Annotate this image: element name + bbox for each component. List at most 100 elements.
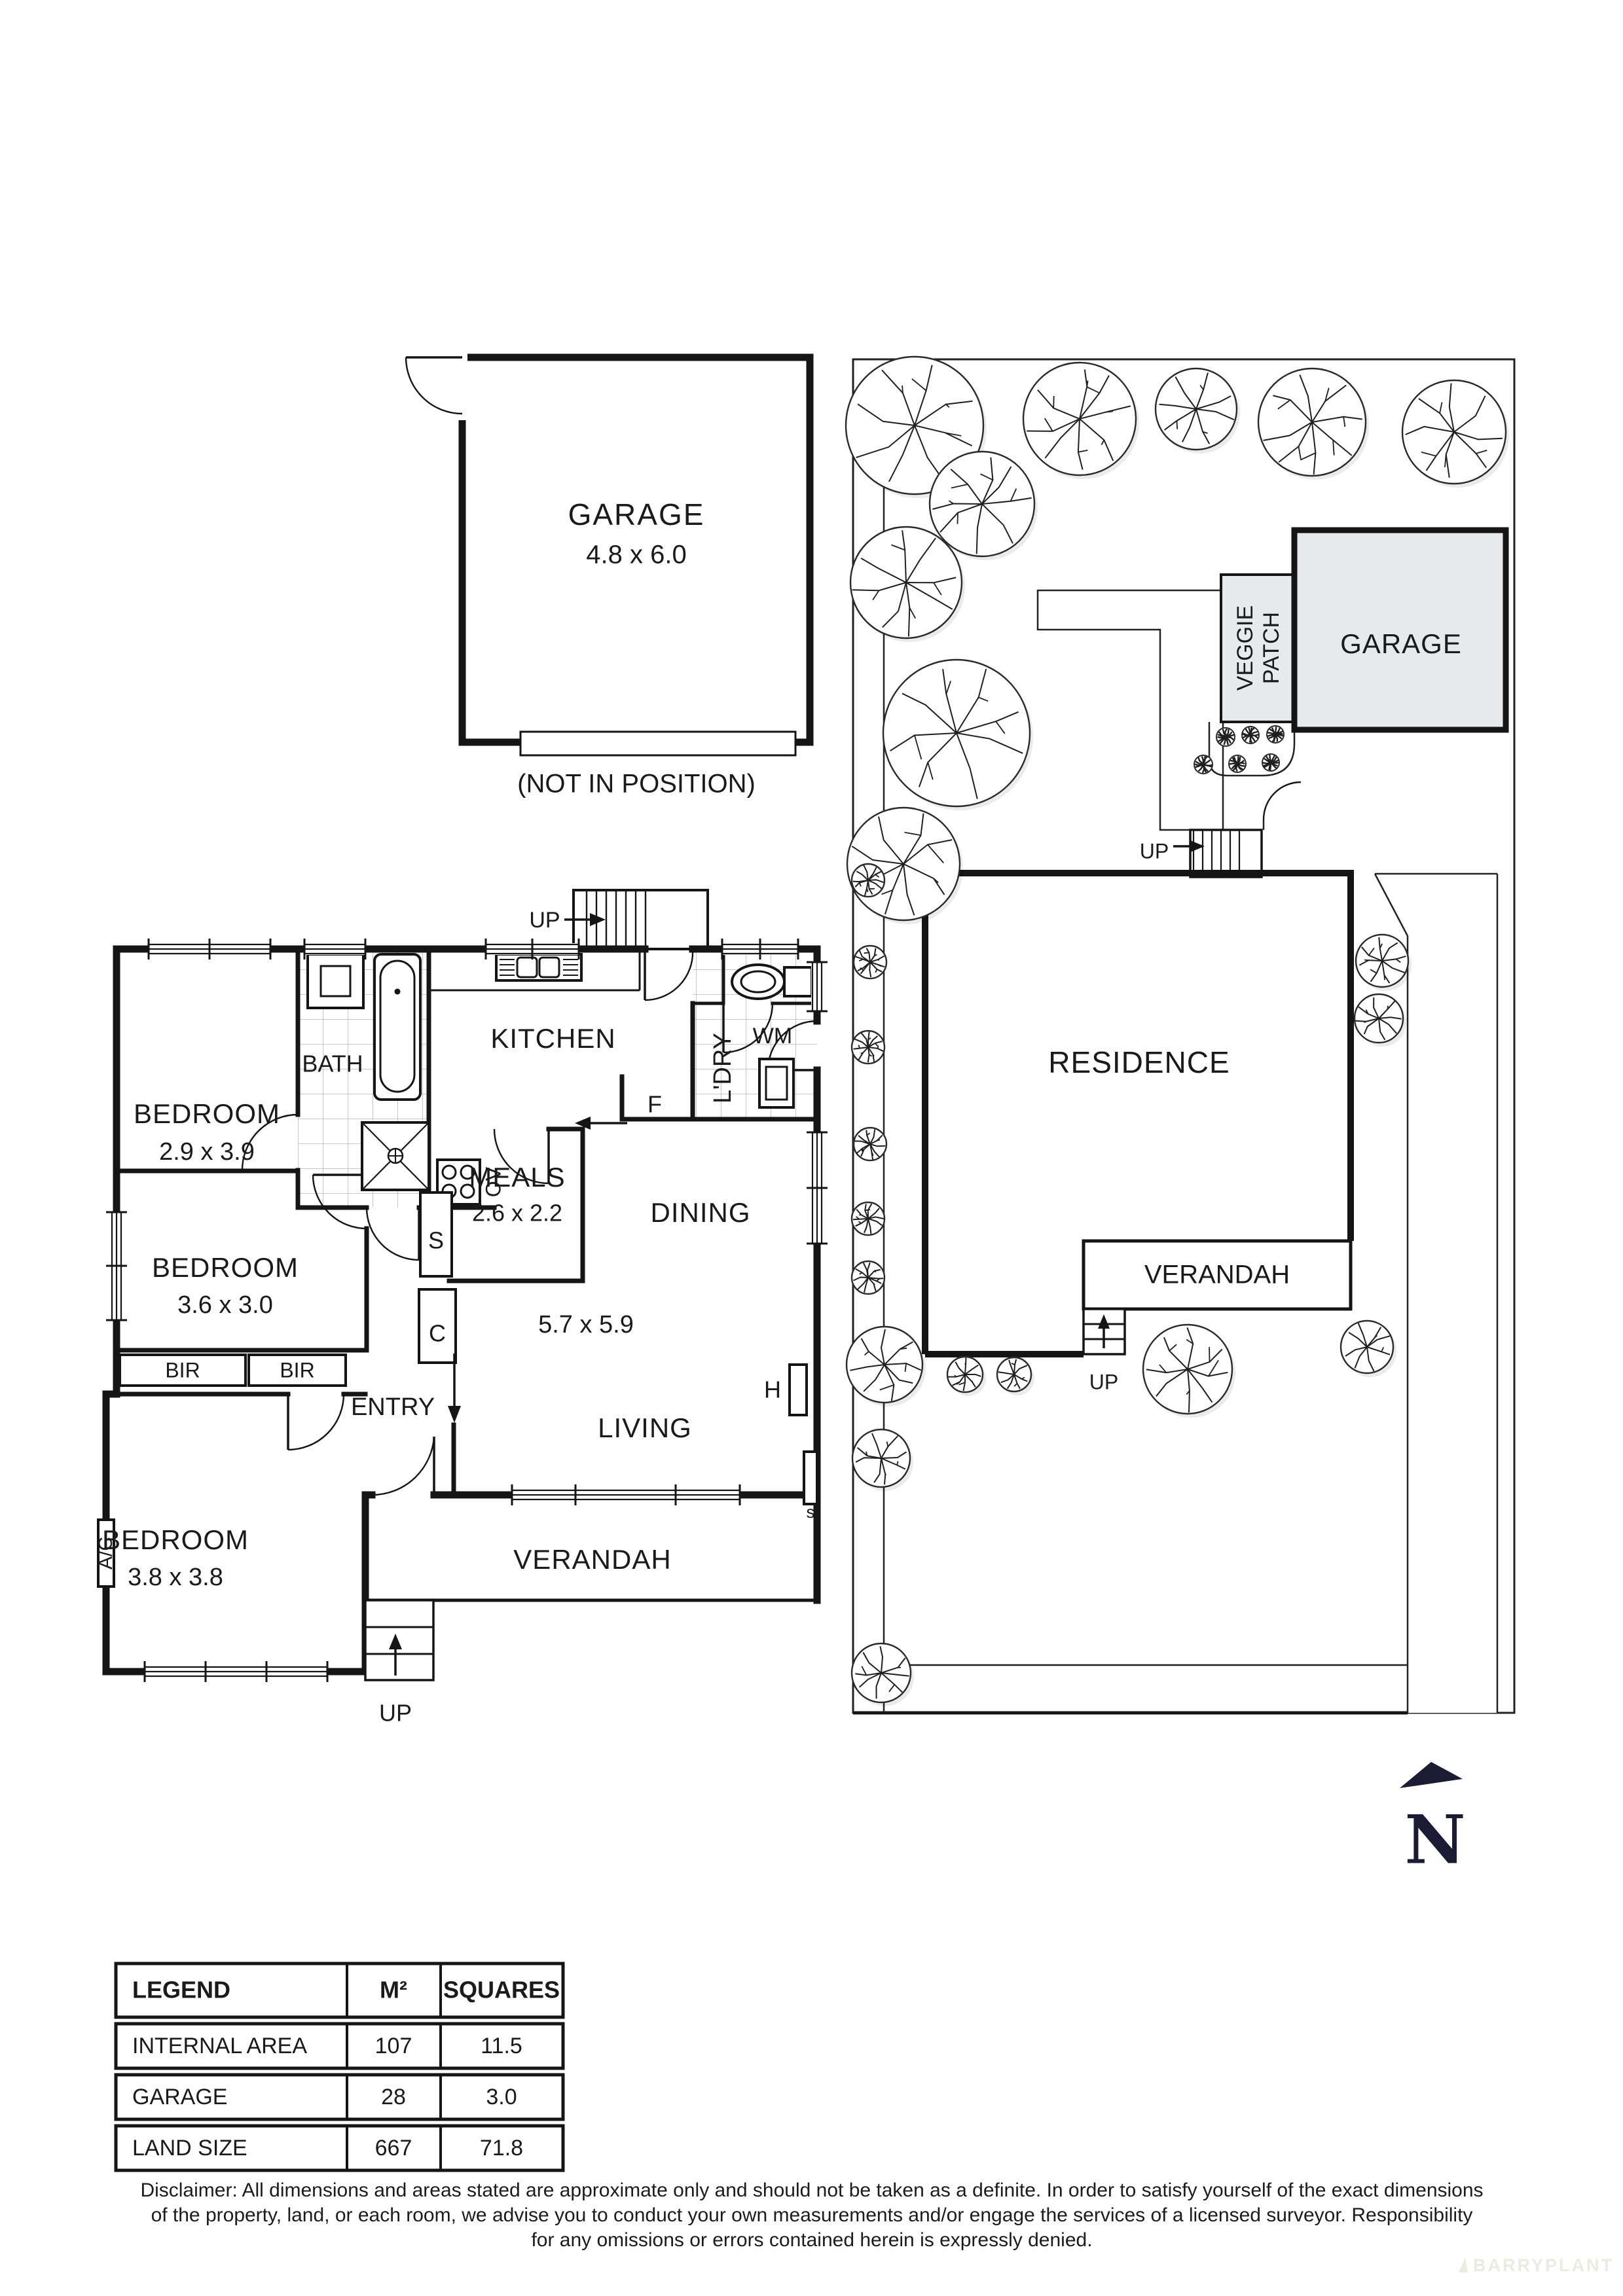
legend-header-row xyxy=(114,1962,565,2019)
internal-walls xyxy=(103,946,820,1498)
ac-label: A/C xyxy=(95,1537,117,1570)
trees xyxy=(845,355,1509,1706)
tree-icon xyxy=(1401,379,1509,488)
ac-unit xyxy=(97,1518,115,1588)
disclaimer-line-2: of the property, land, or each room, we … xyxy=(151,2204,1473,2226)
tree-icon xyxy=(1022,361,1139,479)
residence: RESIDENCE VERANDAH UP xyxy=(922,870,1354,1393)
heater-unit xyxy=(788,1363,808,1416)
garage-door-arc xyxy=(405,357,463,415)
veggie-label-2: PATCH xyxy=(1259,612,1284,684)
entry-arrow xyxy=(448,1406,461,1423)
tree-icon xyxy=(996,1356,1034,1395)
bedroom3-dims: 3.8 x 3.8 xyxy=(128,1564,223,1591)
window-symbol xyxy=(143,1661,329,1682)
watermark-logo-icon xyxy=(1459,2258,1468,2272)
site-verandah-label: VERANDAH xyxy=(1144,1261,1290,1289)
living-dims: 5.7 x 5.9 xyxy=(538,1311,634,1338)
shelf-unit xyxy=(803,1450,818,1505)
north-arrow-icon xyxy=(1400,1762,1463,1788)
window-symbol xyxy=(147,939,272,960)
tree-icon xyxy=(850,1201,886,1236)
bir-1-label: BIR xyxy=(165,1358,200,1382)
window-symbol xyxy=(807,1131,828,1245)
tree-icon xyxy=(1228,755,1247,773)
main-floor-plan: UP xyxy=(95,889,828,1727)
veggie-label-1: VEGGIE xyxy=(1233,605,1258,691)
bedroom2-dims: 3.6 x 3.0 xyxy=(177,1291,273,1319)
cupboard xyxy=(418,1288,457,1364)
site-garage: GARAGE xyxy=(1291,527,1509,733)
tree-icon xyxy=(1353,993,1406,1047)
site-plan: UP VEGGIE PATCH GARAGE RESIDENCE VERANDA… xyxy=(845,355,1516,1715)
tree-icon xyxy=(928,450,1038,560)
wc-toilet xyxy=(731,963,813,1000)
disclaimer-line-3: for any omissions or errors contained he… xyxy=(531,2229,1092,2251)
floor-up-top-arrow xyxy=(590,913,606,926)
living-label: LIVING xyxy=(598,1412,692,1443)
garage-plan-title: GARAGE xyxy=(568,497,705,531)
garden-path xyxy=(1036,589,1224,831)
site-steps-up-label: UP xyxy=(1089,1370,1118,1393)
tree-icon xyxy=(882,658,1033,810)
oven-label: OV xyxy=(481,1166,505,1197)
north-letter: N xyxy=(1404,1801,1465,1880)
bath-fixtures xyxy=(306,953,430,1191)
legend-row-3-label: LAND SIZE xyxy=(132,2136,247,2161)
laundry-label: L'DRY xyxy=(709,1033,737,1103)
floor-top-stairs: UP xyxy=(529,889,709,950)
window-symbol xyxy=(511,1484,741,1505)
wm-label: WM xyxy=(753,1024,792,1049)
legend-header-0: LEGEND xyxy=(132,1977,230,2003)
bedroom1-label: BEDROOM xyxy=(134,1098,280,1129)
legend-row-2 xyxy=(114,2073,565,2121)
bir-2-label: BIR xyxy=(280,1358,314,1382)
tree-icon xyxy=(850,1260,886,1295)
disclaimer: Disclaimer: All dimensions and areas sta… xyxy=(140,2179,1483,2251)
site-steps-arrow xyxy=(1098,1314,1110,1329)
disclaimer-line-1: Disclaimer: All dimensions and areas sta… xyxy=(140,2179,1483,2201)
legend-row-1-squares: 11.5 xyxy=(481,2034,522,2058)
tree-icon xyxy=(1355,933,1412,991)
windows xyxy=(106,939,828,1682)
legend-row-1 xyxy=(114,2022,565,2070)
legend-row-3-m2: 667 xyxy=(375,2136,412,2161)
walkway-arrow xyxy=(575,1117,591,1130)
tree-icon xyxy=(946,1355,986,1396)
veggie-patch: VEGGIE PATCH xyxy=(1220,573,1296,723)
vanity xyxy=(306,953,365,1009)
legend-row-1-label: INTERNAL AREA xyxy=(132,2034,307,2058)
garage-plan-dims: 4.8 x 6.0 xyxy=(586,541,686,569)
tree-icon xyxy=(850,1030,886,1065)
floor-up-bottom-label: UP xyxy=(379,1700,412,1727)
watermark-text: BARRYPLANT xyxy=(1473,2255,1614,2275)
window-symbol xyxy=(484,939,580,960)
site-cutout xyxy=(1375,874,1497,1713)
tree-icon xyxy=(1154,367,1240,454)
bedroom2-label: BEDROOM xyxy=(152,1252,299,1283)
tree-icon xyxy=(851,1428,913,1491)
tree-icon xyxy=(1262,753,1280,772)
legend-row-3-squares: 71.8 xyxy=(480,2136,523,2161)
window-symbol xyxy=(106,1211,127,1321)
tree-icon xyxy=(1266,725,1285,744)
tree-icon xyxy=(1194,755,1213,774)
legend-header-1: M² xyxy=(380,1977,407,2003)
store-label: S xyxy=(428,1227,444,1254)
site-up-arrow xyxy=(1190,840,1205,852)
kitchen-label: KITCHEN xyxy=(490,1023,615,1054)
floor-bottom-steps: UP xyxy=(364,1599,435,1727)
meals-dims: 2.6 x 2.2 xyxy=(472,1200,562,1227)
dining-label: DINING xyxy=(651,1197,751,1228)
site-stairs: UP xyxy=(1140,829,1263,878)
window-symbol xyxy=(807,961,828,1013)
tree-icon xyxy=(1216,727,1235,747)
tree-icon xyxy=(845,355,987,498)
legend-row-2-squares: 3.0 xyxy=(486,2085,517,2109)
bathtub xyxy=(373,953,422,1101)
tree-icon xyxy=(852,1126,888,1162)
bir-2 xyxy=(247,1354,347,1387)
garage-plan: GARAGE 4.8 x 6.0 (NOT IN POSITION) xyxy=(405,352,814,798)
meals-label: MEALS xyxy=(469,1162,565,1193)
